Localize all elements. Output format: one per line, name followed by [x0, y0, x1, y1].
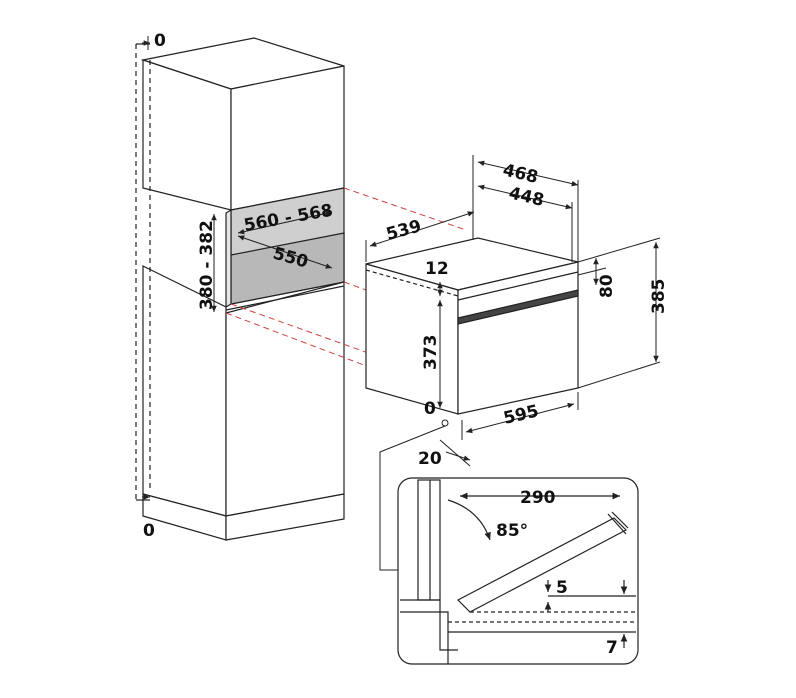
label-oven-total-depth: 539 — [384, 216, 423, 245]
tall-cabinet — [135, 37, 345, 541]
oven-handle — [457, 289, 579, 325]
label-door-angle: 85° — [496, 521, 528, 541]
label-gap-a: 5 — [556, 578, 568, 598]
niche-dimension-lines — [142, 36, 333, 500]
oven-dimension-lines — [365, 155, 661, 571]
label-niche-height: 380 - 382 — [197, 220, 217, 310]
label-control-panel-height: 80 — [597, 274, 617, 298]
label-oven-depth-outer: 468 — [501, 160, 540, 187]
label-oven-width: 595 — [502, 401, 541, 428]
label-door-protrusion: 20 — [418, 449, 442, 469]
label-oven-total-height: 385 — [649, 279, 669, 315]
door-detail — [397, 477, 639, 665]
oven — [365, 237, 579, 415]
label-oven-body-height: 373 — [421, 335, 441, 371]
label-front-offset: 0 — [424, 399, 436, 419]
label-oven-depth-body: 448 — [507, 183, 546, 210]
label-cabinet-top-offset: 0 — [154, 31, 166, 51]
label-cabinet-bottom-offset: 0 — [143, 521, 155, 541]
label-panel-top-gap: 12 — [425, 259, 449, 279]
label-gap-b: 7 — [606, 638, 618, 658]
label-door-open-length: 290 — [520, 488, 556, 508]
